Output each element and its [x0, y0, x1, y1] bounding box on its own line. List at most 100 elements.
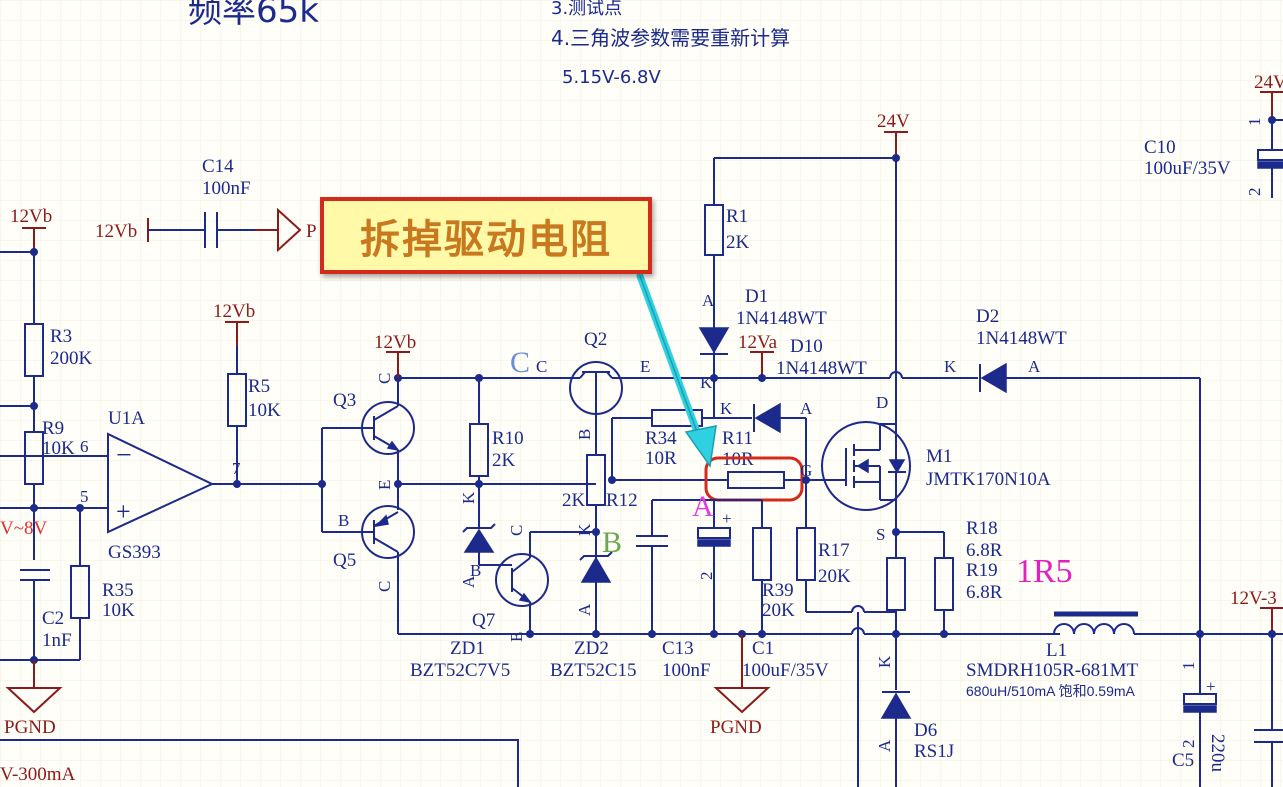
- power-24v-label: 24V: [877, 111, 910, 132]
- r10-ref: R10: [492, 428, 524, 449]
- pgnd-mid-label: PGND: [710, 717, 762, 738]
- marker-1r5: 1R5: [1016, 553, 1073, 590]
- c13-value: 100nF: [662, 660, 711, 681]
- power-12vb-q3-label: 12Vb: [374, 332, 416, 353]
- zd2-value: BZT52C15: [550, 660, 637, 681]
- power-12va: 12Va: [738, 332, 778, 382]
- q7-ref: Q7: [472, 610, 495, 631]
- r11-ref: R11: [722, 428, 753, 449]
- r9-value: 10K: [42, 438, 75, 459]
- transistor-q5: Q5 B C: [333, 505, 415, 634]
- l1-value: SMDRH105R-681MT: [966, 660, 1138, 681]
- resistor-r10: R10 2K: [469, 378, 524, 484]
- q2-pin-c: C: [536, 357, 547, 376]
- m1-pin-s: S: [876, 525, 885, 544]
- d10-ref: D10: [790, 336, 823, 357]
- net-24v: 24V: [713, 111, 910, 378]
- q7-pin-c: C: [507, 525, 526, 536]
- m1-ref: M1: [926, 446, 952, 467]
- m1-value: JMTK170N10A: [926, 469, 1051, 490]
- r35-ref: R35: [102, 580, 134, 601]
- u1a-pin5: 5: [80, 487, 89, 506]
- l1-note: 680uH/510mA 饱和0.59mA: [966, 683, 1136, 699]
- zd1-pin-a: A: [459, 575, 478, 588]
- zd2-ref: ZD2: [574, 638, 609, 659]
- resistor-r35: R35 10K: [0, 508, 135, 661]
- d10-pin-k: K: [720, 399, 733, 418]
- resistor-r9: R9 10K: [24, 418, 75, 560]
- zener-zd2: K A ZD2 BZT52C15: [550, 523, 637, 681]
- resistor-r1: R1 2K: [704, 204, 750, 328]
- c13-ref: C13: [662, 638, 694, 659]
- power-12vb-q3: 12Vb: [374, 332, 416, 378]
- c1-plus: +: [722, 509, 732, 528]
- note-recalc: 4.三角波参数需要重新计算: [551, 26, 790, 50]
- d2-pin-k: K: [944, 357, 957, 376]
- c5-pin-1: 1: [1179, 662, 1198, 671]
- c2-ref: C2: [42, 608, 64, 629]
- q5-pin-c: C: [375, 581, 394, 592]
- power-v8-label: V~8V: [0, 518, 48, 539]
- u1a-value: GS393: [108, 542, 161, 563]
- capacitor-c2: C2 1nF: [20, 569, 72, 686]
- r10-value: 2K: [492, 450, 516, 471]
- r3-value: 200K: [50, 348, 93, 369]
- r12-ref: R12: [606, 490, 638, 511]
- resistor-r39: R39 20K: [752, 500, 795, 634]
- u1a-plus: +: [116, 497, 131, 526]
- d1-value: 1N4148WT: [736, 308, 827, 329]
- zd1-pin-k: K: [459, 491, 478, 504]
- capacitor-c1: + 2 C1 100uF/35V: [697, 500, 829, 681]
- q3-ref: Q3: [333, 390, 356, 411]
- d6-value: RS1J: [914, 741, 954, 762]
- power-12v3-label: 12V-3: [1230, 588, 1277, 609]
- q7-pin-e: E: [507, 632, 526, 642]
- power-12va-label: 12Va: [738, 332, 778, 353]
- r17-value: 20K: [818, 566, 851, 587]
- d1-pin-a: A: [702, 291, 715, 310]
- resistor-r19: R19 6.8R: [934, 532, 1003, 634]
- ground-pgnd-mid: PGND: [710, 634, 771, 738]
- c10-value: 100uF/35V: [1144, 158, 1231, 179]
- r5-value: 10K: [248, 400, 281, 421]
- capacitor-c13: C13 100nF: [636, 535, 711, 681]
- r3-ref: R3: [50, 326, 72, 347]
- port-p-label: P: [306, 221, 317, 242]
- r39-value: 20K: [762, 600, 795, 621]
- d6-pin-k: K: [875, 655, 894, 668]
- transistor-q2: Q2 C E B: [536, 329, 650, 455]
- marker-c: C: [510, 346, 530, 379]
- diode-d2: K A D2 1N4148WT: [902, 306, 1201, 634]
- r1-value: 2K: [726, 232, 750, 253]
- r9-ref: R9: [42, 418, 64, 439]
- note-voltage-range: 5.15V-6.8V: [562, 67, 661, 88]
- resistor-r3: R3 200K: [24, 252, 93, 432]
- callout-box: 拆掉驱动电阻: [320, 197, 652, 274]
- capacitor-c14: C14 100nF 12Vb P: [95, 156, 317, 253]
- inductor-l1: L1 SMDRH105R-681MT 680uH/510mA 饱和0.59mA: [966, 611, 1283, 699]
- u1a-minus: −: [116, 440, 132, 471]
- q2-pin-b: B: [575, 429, 594, 440]
- zd1-ref: ZD1: [450, 638, 485, 659]
- q5-ref: Q5: [333, 550, 356, 571]
- r1-ref: R1: [726, 206, 748, 227]
- zd2-pin-a: A: [575, 603, 594, 616]
- zener-zd1: K A ZD1 BZT52C7V5: [410, 484, 512, 681]
- r39-ref: R39: [762, 580, 794, 601]
- d10-value: 1N4148WT: [776, 358, 867, 379]
- resistor-r12: 2K R12: [562, 454, 638, 530]
- diode-d1: A K D1 1N4148WT: [698, 286, 827, 392]
- note-frequency: 频率65k: [188, 0, 319, 31]
- capacitor-c5: + 1 2 C5 220u: [1172, 634, 1228, 787]
- m1-pin-d: D: [876, 393, 888, 412]
- d2-pin-a: A: [1028, 357, 1041, 376]
- r34-ref: R34: [645, 428, 677, 449]
- c10-pin-2: 2: [1245, 188, 1264, 197]
- zd2-pin-k: K: [575, 523, 594, 536]
- c14-value: 100nF: [202, 178, 251, 199]
- c5-value: 220u: [1207, 734, 1228, 773]
- u1a-ref: U1A: [108, 408, 145, 429]
- resistor-r11: R11 10R: [612, 428, 830, 502]
- power-12v3: 12V-3: [1230, 588, 1283, 787]
